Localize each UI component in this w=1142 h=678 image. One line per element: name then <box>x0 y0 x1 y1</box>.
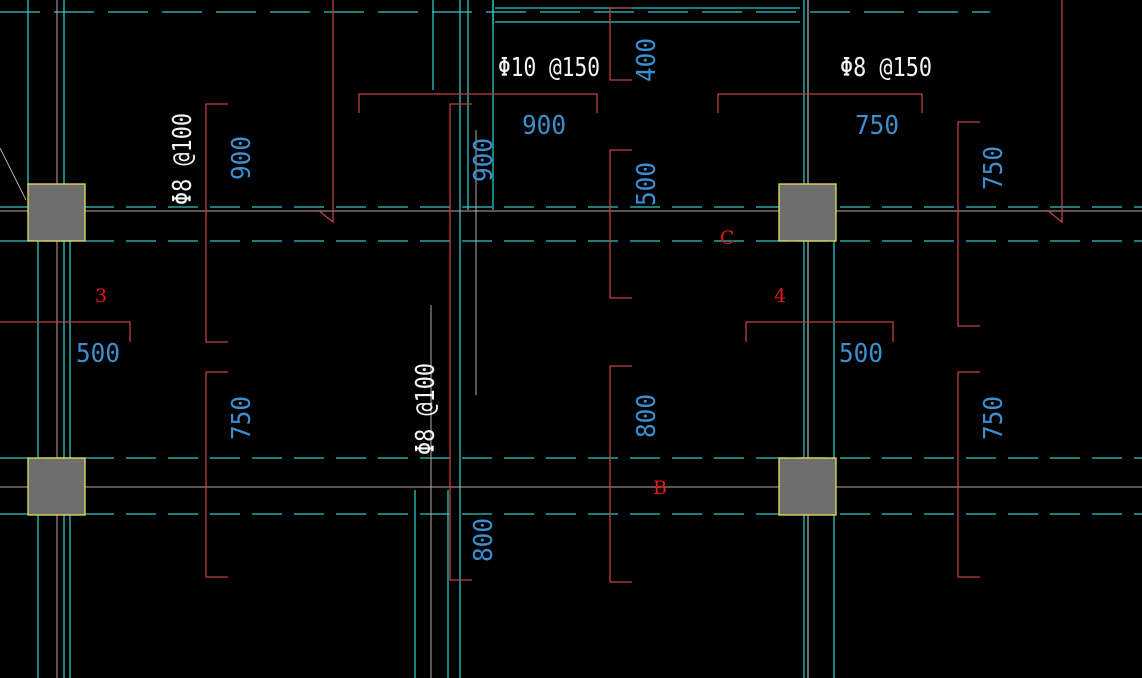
dim-800-vertical-low: 800 <box>469 518 499 562</box>
dim-500-right: 500 <box>839 339 883 369</box>
column-c4[interactable] <box>778 183 837 242</box>
column-c3[interactable] <box>27 183 86 242</box>
dim-900-vertical-mid: 900 <box>469 138 499 182</box>
columns <box>27 183 837 516</box>
rebar-labels: Φ10 @150 Φ8 @150 Φ8 @100 Φ8 @100 <box>168 53 932 455</box>
axis-label-c: C <box>720 227 735 249</box>
rebar-label-vertical-mid: Φ8 @100 <box>411 363 441 455</box>
dim-800-vertical-mid: 800 <box>632 394 662 438</box>
dimension-labels: 400 900 750 900 900 500 750 500 500 750 … <box>76 38 1009 562</box>
dim-750-vertical-right-bottom: 750 <box>979 396 1009 440</box>
dim-750-horizontal: 750 <box>855 111 899 141</box>
column-b3[interactable] <box>27 457 86 516</box>
dim-900-vertical-left: 900 <box>227 136 257 180</box>
rebar-brackets <box>0 0 1063 583</box>
dim-500-vertical-mid: 500 <box>632 162 662 206</box>
axis-label-4: 4 <box>774 285 786 307</box>
dim-500-left: 500 <box>76 339 120 369</box>
beam-lines-horizontal <box>0 7 1142 515</box>
dim-400: 400 <box>632 38 662 82</box>
column-b4[interactable] <box>778 457 837 516</box>
dim-750-vertical-left-bottom: 750 <box>227 396 257 440</box>
dim-900-horizontal: 900 <box>522 111 566 141</box>
axis-label-3: 3 <box>95 285 107 307</box>
rebar-label-top-left: Φ10 @150 <box>498 53 600 83</box>
rebar-label-vertical-left: Φ8 @100 <box>168 113 198 205</box>
rebar-label-top-right: Φ8 @150 <box>840 53 932 83</box>
axis-label-b: B <box>653 477 667 499</box>
axis-labels: C 3 4 B <box>95 227 786 499</box>
dim-750-vertical-right-top: 750 <box>979 146 1009 190</box>
